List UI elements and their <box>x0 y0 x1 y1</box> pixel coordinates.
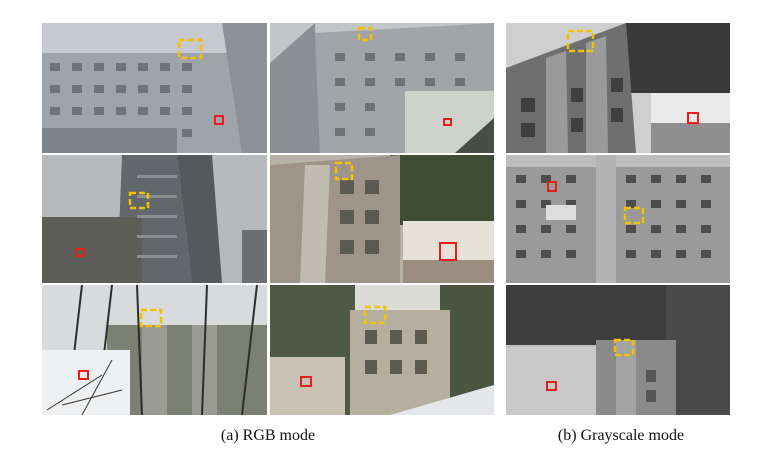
rgb-panel-8 <box>270 285 494 415</box>
rgb-panel-5 <box>270 155 494 283</box>
caption-rgb-mode: (a) RGB mode <box>220 427 316 444</box>
caption-grayscale-mode: (b) Grayscale mode <box>557 427 685 444</box>
rgb-panel-1 <box>42 23 267 153</box>
rgb-panel-7 <box>42 285 267 415</box>
gray-panel-1 <box>506 23 730 153</box>
rgb-panel-2 <box>270 23 494 153</box>
rgb-panel-4 <box>42 155 267 283</box>
gray-panel-3 <box>506 285 730 415</box>
gray-panel-2 <box>506 155 730 283</box>
